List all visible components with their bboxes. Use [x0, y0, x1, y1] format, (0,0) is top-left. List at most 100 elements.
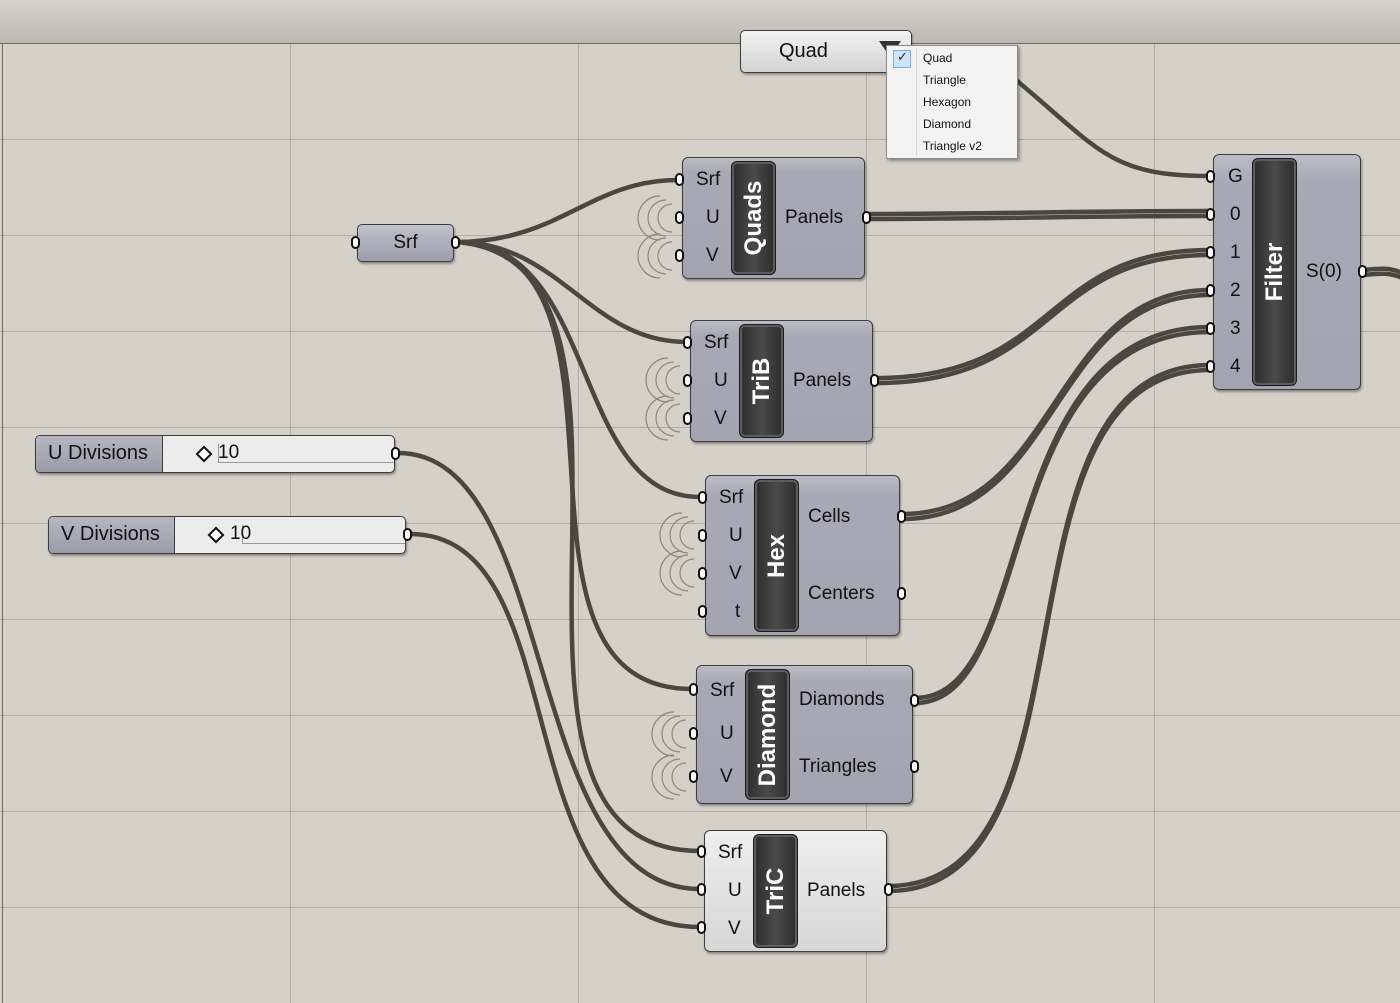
value-list-dropdown[interactable]: Quad [740, 30, 912, 73]
diamond-diamonds-grip[interactable] [910, 694, 919, 707]
tric-nickname: TriC [753, 834, 798, 948]
srf-parameter-label: Srf [393, 232, 418, 253]
ripple-mark [637, 195, 673, 241]
filter-4-grip[interactable] [1206, 360, 1215, 373]
input-u: U [728, 880, 742, 901]
trib-u-grip[interactable] [683, 374, 692, 387]
u-divisions-value: 10 [218, 442, 240, 463]
slider-track[interactable] [242, 525, 405, 544]
canvas-border [2, 43, 3, 1003]
input-srf: Srf [696, 169, 721, 190]
dropdown-selected-value: Quad [779, 40, 828, 62]
diamond-v-grip[interactable] [689, 770, 698, 783]
input-srf: Srf [719, 487, 744, 508]
slider-handle-icon[interactable] [195, 445, 213, 463]
input-u: U [714, 370, 728, 391]
srf-parameter[interactable]: Srf [357, 224, 454, 262]
u-divisions-slider[interactable]: U Divisions 10 [35, 435, 395, 473]
trib-v-grip[interactable] [683, 412, 692, 425]
tric-panels-grip[interactable] [884, 883, 893, 896]
diamond-u-grip[interactable] [689, 727, 698, 740]
menu-item-hexagon[interactable]: Hexagon [923, 95, 972, 109]
ripple-mark [637, 233, 673, 279]
wire [863, 208, 1213, 217]
input-1: 1 [1230, 242, 1241, 263]
wire [1013, 77, 1213, 179]
diamond-triangles-grip[interactable] [910, 760, 919, 773]
quads-v-grip[interactable] [675, 249, 684, 262]
tric-u-grip[interactable] [697, 883, 706, 896]
filter-s0-grip[interactable] [1358, 265, 1367, 278]
output-triangles: Triangles [799, 756, 877, 777]
dropdown-menu: ✓ Quad Triangle Hexagon Diamond Triangle… [886, 45, 1018, 159]
quads-nickname: Quads [731, 161, 776, 275]
hex-component[interactable]: Srf U V t Hex Cells Centers [705, 475, 900, 636]
hex-srf-grip[interactable] [698, 491, 707, 504]
input-srf: Srf [718, 842, 743, 863]
diamond-nickname: Diamond [745, 669, 790, 800]
ripple-mark [651, 711, 687, 757]
input-3: 3 [1230, 318, 1241, 339]
filter-3-grip[interactable] [1206, 322, 1215, 335]
wire [873, 247, 1213, 381]
wire [1361, 266, 1400, 275]
hex-cells-grip[interactable] [897, 510, 906, 523]
srf-param-output-grip[interactable] [451, 236, 460, 249]
output-panels: Panels [807, 880, 866, 901]
wire [873, 252, 1213, 386]
output-cells: Cells [808, 506, 851, 527]
hex-t-grip[interactable] [698, 605, 707, 618]
trib-srf-grip[interactable] [683, 336, 692, 349]
v-slider-output-grip[interactable] [403, 528, 412, 541]
menu-item-triangle-v2[interactable]: Triangle v2 [923, 139, 982, 153]
hex-centers-grip[interactable] [897, 587, 906, 600]
wire [453, 239, 703, 500]
wire [912, 329, 1213, 706]
checkmark-icon: ✓ [893, 49, 911, 68]
output-panels: Panels [793, 370, 852, 391]
quads-srf-grip[interactable] [675, 173, 684, 186]
hex-v-grip[interactable] [698, 567, 707, 580]
u-slider-output-grip[interactable] [391, 447, 400, 460]
input-v: V [720, 766, 733, 787]
wire [453, 239, 689, 345]
wire [453, 239, 703, 854]
menu-item-quad[interactable]: Quad [923, 51, 953, 65]
slider-track[interactable] [218, 444, 394, 463]
quads-panels-grip[interactable] [862, 211, 871, 224]
u-divisions-label: U Divisions [36, 436, 163, 472]
hex-nickname: Hex [754, 479, 799, 632]
output-panels: Panels [785, 207, 844, 228]
trib-panels-grip[interactable] [870, 374, 879, 387]
canvas-toolbar [0, 0, 1400, 44]
wire [453, 177, 681, 245]
filter-2-grip[interactable] [1206, 284, 1215, 297]
filter-component[interactable]: G 0 1 2 3 4 Filter S(0) [1213, 154, 1361, 390]
diamond-srf-grip[interactable] [689, 683, 698, 696]
menu-item-triangle[interactable]: Triangle [923, 73, 966, 87]
wire [395, 450, 703, 892]
input-u: U [706, 207, 720, 228]
input-v: V [706, 245, 719, 266]
trib-nickname: TriB [739, 324, 784, 438]
hex-u-grip[interactable] [698, 529, 707, 542]
filter-1-grip[interactable] [1206, 246, 1215, 259]
quads-u-grip[interactable] [675, 211, 684, 224]
input-u: U [720, 723, 734, 744]
ripple-mark [659, 550, 695, 596]
filter-nickname: Filter [1252, 158, 1297, 386]
filter-0-grip[interactable] [1206, 208, 1215, 221]
diamond-component[interactable]: Srf U V Diamond Diamonds Triangles [696, 665, 913, 804]
slider-handle-icon[interactable] [207, 526, 225, 544]
tric-v-grip[interactable] [697, 921, 706, 934]
trib-component[interactable]: Srf U V TriB Panels [690, 320, 873, 442]
tric-component[interactable]: Srf U V TriC Panels [704, 830, 887, 952]
tric-srf-grip[interactable] [697, 845, 706, 858]
input-v: V [729, 563, 742, 584]
v-divisions-slider[interactable]: V Divisions 10 [48, 516, 406, 554]
ripple-mark [659, 512, 695, 558]
quads-component[interactable]: Srf U V Quads Panels [682, 157, 865, 279]
menu-item-diamond[interactable]: Diamond [923, 117, 972, 131]
srf-param-input-grip[interactable] [351, 236, 360, 249]
filter-g-grip[interactable] [1206, 170, 1215, 183]
